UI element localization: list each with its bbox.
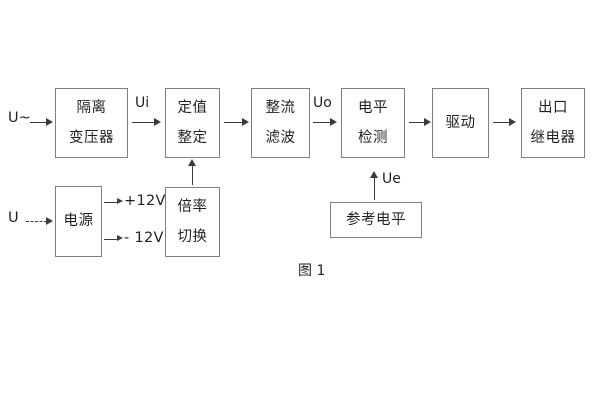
arrow-rail-negative-icon xyxy=(117,235,123,242)
block-setting-value: 定值 整定 xyxy=(165,88,220,158)
connector-input-dc xyxy=(26,221,47,222)
connector-ue xyxy=(374,178,375,200)
block-multiplier-switch-line-2: 切换 xyxy=(177,228,208,245)
connector-uo xyxy=(313,122,331,123)
input-ac-label: U~ xyxy=(8,110,31,126)
block-multiplier-switch: 倍率 切换 xyxy=(165,187,220,257)
arrow-drive-to-relay-icon xyxy=(509,117,516,126)
arrow-setting-to-rectify-icon xyxy=(242,117,249,126)
block-power-supply: 电源 xyxy=(55,186,102,257)
block-output-relay: 出口 继电器 xyxy=(521,88,585,158)
arrow-input-ac-icon xyxy=(46,117,53,126)
figure-caption: 图 1 xyxy=(298,263,326,279)
arrow-ui-icon xyxy=(154,117,161,126)
block-reference-level: 参考电平 xyxy=(330,202,422,238)
block-rectify-filter-line-2: 滤波 xyxy=(265,129,296,146)
block-output-relay-line-2: 继电器 xyxy=(530,129,576,146)
arrow-uo-icon xyxy=(330,117,337,126)
connector-multiplier-to-setting xyxy=(192,166,193,185)
input-dc-label: U xyxy=(8,210,19,226)
block-setting-value-line-2: 整定 xyxy=(177,129,208,146)
connector-level-to-drive xyxy=(409,122,425,123)
connector-ui xyxy=(132,122,155,123)
connector-drive-to-relay xyxy=(493,122,510,123)
block-isolation-transformer-line-2: 变压器 xyxy=(69,129,114,146)
block-output-relay-line-1: 出口 xyxy=(538,100,568,116)
connector-rail-negative xyxy=(104,239,118,240)
signal-uo-label: Uo xyxy=(313,95,332,111)
arrow-input-dc-icon xyxy=(46,216,53,225)
block-drive: 驱动 xyxy=(432,88,489,158)
arrow-level-to-drive-icon xyxy=(424,117,431,126)
block-level-detection-line-1: 电平 xyxy=(358,100,388,116)
arrow-ue-icon xyxy=(369,171,378,178)
arrow-multiplier-to-setting-icon xyxy=(187,159,196,166)
arrow-rail-positive-icon xyxy=(117,198,123,205)
block-rectify-filter-line-1: 整流 xyxy=(265,100,296,116)
block-rectify-filter: 整流 滤波 xyxy=(251,88,310,158)
rail-positive-label: +12V xyxy=(124,193,166,209)
block-multiplier-switch-line-1: 倍率 xyxy=(177,199,208,215)
block-power-supply-line-1: 电源 xyxy=(63,213,94,230)
block-level-detection: 电平 检测 xyxy=(341,88,405,158)
signal-ue-label: Ue xyxy=(382,171,401,187)
block-isolation-transformer: 隔离 变压器 xyxy=(55,88,128,158)
connector-setting-to-rectify xyxy=(224,122,243,123)
connector-input-ac xyxy=(30,122,47,123)
connector-rail-positive xyxy=(104,202,118,203)
rail-negative-label: - 12V xyxy=(124,230,164,246)
block-setting-value-line-1: 定值 xyxy=(177,100,208,116)
block-level-detection-line-2: 检测 xyxy=(358,129,388,146)
signal-ui-label: Ui xyxy=(135,95,150,111)
block-isolation-transformer-line-1: 隔离 xyxy=(76,100,107,116)
block-drive-line-1: 驱动 xyxy=(445,114,476,131)
block-reference-level-line-1: 参考电平 xyxy=(346,211,406,228)
